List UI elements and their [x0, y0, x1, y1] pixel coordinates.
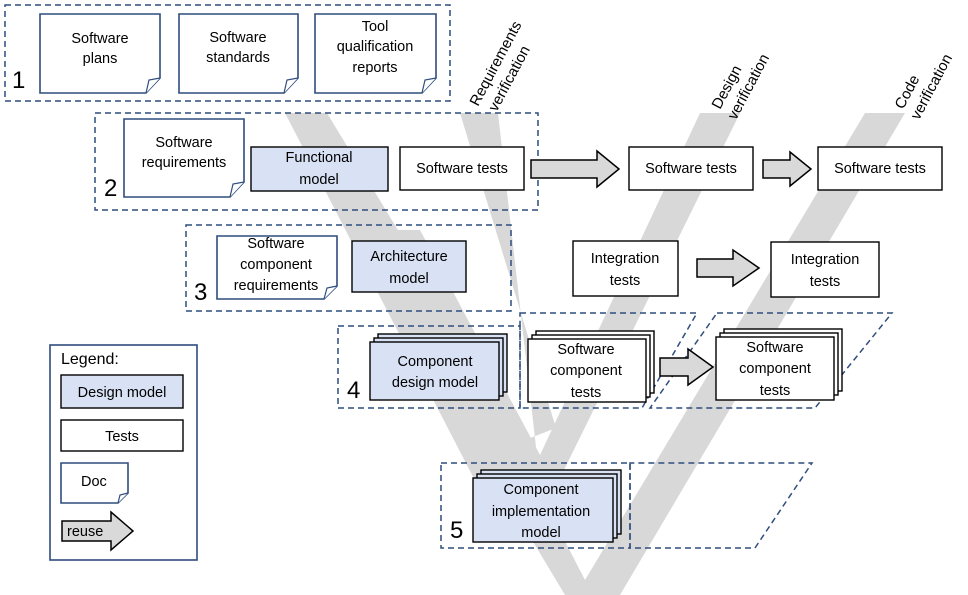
- design-verification-label: Design verification: [709, 51, 774, 122]
- functional-model-line2: model: [299, 172, 339, 188]
- group-4-outline-left: [337, 325, 521, 409]
- doc-software-requirements-line1: Software: [155, 135, 212, 151]
- group-number-2: 2: [104, 175, 117, 202]
- legend-design-model: Design model: [78, 385, 167, 401]
- functional-model-line1: Functional: [286, 150, 353, 166]
- integration-tests-box-2: Integration tests: [770, 241, 880, 298]
- component-tests-2-line3: tests: [760, 383, 791, 399]
- component-design-line2: design model: [392, 375, 478, 391]
- doc-component-requirements-line2: component: [240, 257, 312, 273]
- group-number-1: 1: [12, 67, 25, 94]
- group-number-3: 3: [194, 279, 207, 306]
- reuse-arrow-software-tests-1: [530, 149, 621, 189]
- integration-tests-2-line2: tests: [810, 274, 841, 290]
- legend-title: Legend:: [61, 351, 119, 368]
- legend-doc: Doc: [81, 474, 107, 490]
- component-tests-stack-1: Software component tests: [527, 330, 655, 403]
- component-impl-line2: implementation: [492, 504, 590, 520]
- doc-tool-qualification: Tool qualification reports: [314, 13, 437, 94]
- doc-software-standards: Software standards: [178, 13, 299, 94]
- component-impl-line1: Component: [504, 482, 579, 498]
- software-tests-box-3: Software tests: [817, 146, 943, 191]
- legend-reuse: reuse: [67, 524, 103, 540]
- integration-tests-1-line1: Integration: [591, 251, 660, 267]
- component-impl-line3: model: [521, 525, 561, 541]
- component-tests-1-line3: tests: [571, 385, 602, 401]
- doc-software-requirements-line2: requirements: [142, 155, 227, 171]
- software-tests-box-2: Software tests: [628, 146, 754, 191]
- legend: Legend: Design model Tests Doc reuse: [49, 344, 198, 561]
- software-tests-2-label: Software tests: [645, 161, 737, 177]
- group-5-outline-extension: [629, 462, 814, 549]
- doc-software-standards-line1: Software: [209, 30, 266, 46]
- integration-tests-box-1: Integration tests: [572, 240, 679, 297]
- component-implementation-model-stack: Component implementation model: [472, 469, 622, 543]
- group-4-outline-parallelogram: [519, 312, 699, 409]
- legend-tests: Tests: [105, 429, 139, 445]
- component-tests-1-line1: Software: [557, 342, 614, 358]
- reuse-arrow-software-tests-2: [762, 150, 813, 188]
- doc-software-plans-line1: Software: [71, 31, 128, 47]
- requirements-verification-label: Requirements verification: [467, 18, 534, 114]
- component-design-model-stack: Component design model: [369, 333, 508, 401]
- functional-model-box: Functional model: [250, 146, 389, 192]
- group-3-outline: [185, 224, 512, 312]
- integration-tests-2-line1: Integration: [791, 252, 860, 268]
- software-tests-1-label: Software tests: [416, 161, 508, 177]
- doc-component-requirements: Software component requirements: [216, 235, 338, 300]
- reuse-arrow-integration-tests: [696, 248, 761, 288]
- group-number-5: 5: [450, 517, 463, 544]
- group-number-4: 4: [347, 377, 360, 404]
- reuse-arrow-component-tests: [659, 347, 715, 387]
- component-tests-stack-2: Software component tests: [715, 328, 843, 401]
- component-design-line1: Component: [398, 354, 473, 370]
- doc-tool-qualification-line3: reports: [352, 60, 397, 76]
- component-tests-1-line2: component: [550, 363, 622, 379]
- component-tests-2-line1: Software: [746, 340, 803, 356]
- doc-software-plans-line2: plans: [83, 51, 118, 67]
- architecture-model-line1: Architecture: [370, 249, 447, 265]
- doc-component-requirements-line3: requirements: [234, 278, 319, 294]
- doc-tool-qualification-line2: qualification: [337, 39, 414, 55]
- doc-tool-qualification-line1: Tool: [362, 19, 389, 35]
- architecture-model-box: Architecture model: [351, 240, 467, 293]
- code-verification-label: Code verification: [892, 51, 957, 122]
- doc-software-standards-line2: standards: [206, 50, 270, 66]
- doc-software-requirements: Software requirements: [123, 118, 245, 198]
- software-tests-box-1: Software tests: [399, 146, 525, 191]
- architecture-model-line2: model: [389, 271, 429, 287]
- doc-component-requirements-line1: Software: [247, 236, 304, 252]
- component-tests-2-line2: component: [739, 361, 811, 377]
- doc-software-plans: Software plans: [39, 13, 161, 94]
- integration-tests-1-line2: tests: [610, 273, 641, 289]
- group-1-outline: [4, 4, 451, 102]
- software-tests-3-label: Software tests: [834, 161, 926, 177]
